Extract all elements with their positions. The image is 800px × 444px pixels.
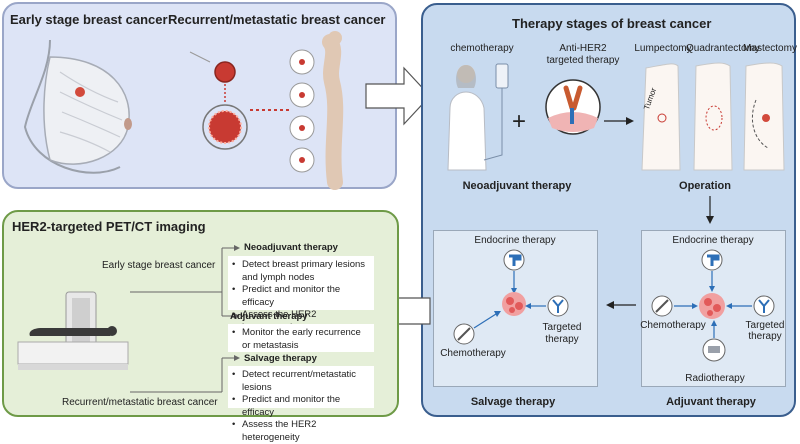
salvage-title: Salvage therapy — [470, 396, 556, 408]
adjuvant-head: Adjuvant therapy — [230, 311, 308, 322]
adjuvant-title: Adjuvant therapy — [666, 396, 756, 408]
salvage-endocrine-label: Endocrine therapy — [474, 235, 556, 246]
arrow-operation-down — [706, 196, 714, 224]
early-stage-label: Early stage breast cancer — [102, 260, 216, 271]
adjuvant-endocrine-label: Endocrine therapy — [672, 235, 754, 246]
list-item: Assess the HER2 heterogeneity — [232, 419, 370, 444]
therapy-title: Therapy stages of breast cancer — [512, 16, 712, 31]
surgery-illustrations — [641, 62, 785, 171]
operation-label: Operation — [679, 180, 731, 192]
adjuvant-radiotherapy-label: Radiotherapy — [685, 373, 745, 384]
adjuvant-chemotherapy-label: Chemotherapy — [640, 320, 706, 331]
salvage-targeted-label: Targeted therapy — [542, 322, 582, 345]
list-item: Monitor the early recurrence or metastas… — [232, 327, 370, 352]
adjuvant-diagram — [651, 249, 775, 362]
adjuvant-list: Monitor the early recurrence or metastas… — [228, 324, 374, 352]
adjuvant-targeted-label: Targeted therapy — [745, 320, 785, 342]
neoadjuvant-head: Neoadjuvant therapy — [244, 242, 338, 253]
tumor-dot — [75, 87, 85, 97]
recurrent-title: Recurrent/metastatic breast cancer — [168, 12, 386, 27]
neoadjuvant-label: Neoadjuvant therapy — [462, 180, 572, 192]
salvage-chemotherapy-label: Chemotherapy — [440, 348, 506, 359]
imaging-connectors — [130, 245, 240, 393]
salvage-diagram — [453, 249, 569, 345]
chemotherapy-label: chemotherapy — [450, 43, 514, 54]
salvage-head: Salvage therapy — [244, 353, 317, 364]
recurrent-label: Recurrent/metastatic breast cancer — [62, 397, 218, 408]
imaging-title: HER2-targeted PET/CT imaging — [12, 219, 206, 234]
salvage-list: Detect recurrent/metastatic lesions Pred… — [228, 366, 374, 443]
arrow-adjuvant-to-salvage — [606, 301, 636, 309]
mastectomy-label: Mastectomy — [743, 43, 797, 54]
lumpectomy-label: Lumpectomy — [634, 43, 692, 54]
breast-illustration — [23, 39, 132, 174]
plus-sign: + — [512, 108, 527, 135]
list-item: Detect recurrent/metastatic lesions — [232, 369, 370, 394]
patient-iv-illustration — [447, 63, 509, 171]
pet-ct-scanner-illustration — [17, 291, 129, 370]
list-item: Predict and monitor the efficacy — [232, 394, 370, 419]
list-item: Predict and monitor the efficacy — [232, 284, 370, 309]
list-item: Detect breast primary lesions and lymph … — [232, 259, 370, 284]
block-arrow-right — [365, 66, 431, 126]
quadrantectomy-label: Quadrantectomy — [686, 43, 760, 54]
anti-her2-illustration — [545, 79, 601, 135]
anti-her2-label: Anti-HER2 targeted therapy — [546, 43, 620, 66]
arrow-to-surgery — [604, 117, 634, 125]
neoadjuvant-list: Detect breast primary lesions and lymph … — [228, 256, 374, 333]
metastasis-illustration — [189, 31, 344, 190]
early-stage-title: Early stage breast cancer — [10, 12, 168, 27]
